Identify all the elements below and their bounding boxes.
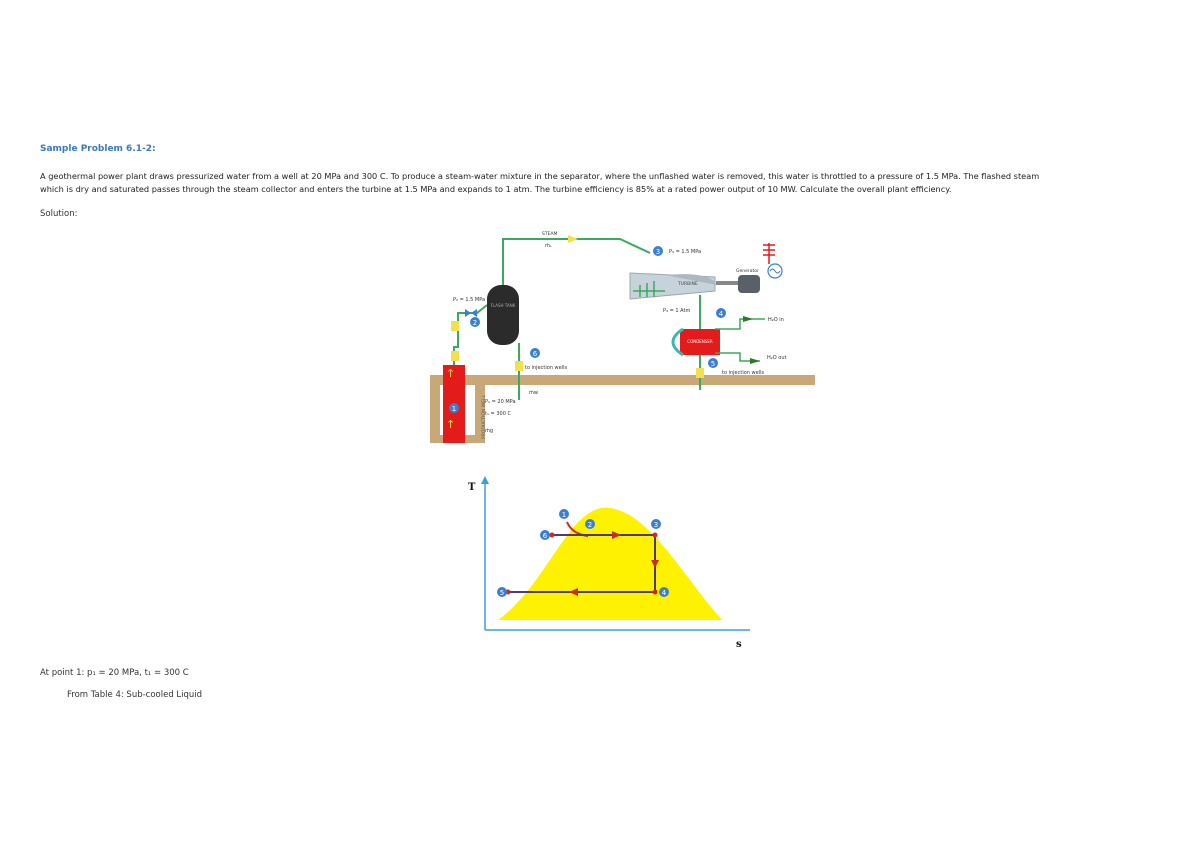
h2o-out-label: H₂O out xyxy=(767,355,787,361)
flow-arrow-icon xyxy=(696,368,704,378)
condenser xyxy=(680,329,720,355)
ts-point-2 xyxy=(585,519,595,529)
point-5-label: 5 xyxy=(711,360,715,368)
p2-label: P₂ = 1.5 MPa xyxy=(453,297,485,303)
well-wall-right xyxy=(475,375,485,443)
step-point-1: At point 1: p₁ = 20 MPa, t₁ = 300 C xyxy=(40,668,189,678)
ts-point-1-label: 1 xyxy=(562,511,566,519)
ts-point-5-label: 5 xyxy=(500,589,504,597)
well-flow-label: ṁg xyxy=(485,428,493,434)
problem-statement: A geothermal power plant draws pressuriz… xyxy=(40,170,1180,196)
flash-tank xyxy=(487,285,519,345)
process-arrow-icon xyxy=(651,560,659,568)
point-2-marker xyxy=(470,317,480,327)
throttle-valve-icon xyxy=(471,309,477,317)
t-axis-label: T xyxy=(468,482,476,493)
p4-label: P₄ = 1 Atm xyxy=(663,308,690,314)
turbine-casing xyxy=(665,274,717,285)
ts-diagram: T s 1 2 3 4 5 6 xyxy=(468,476,750,650)
well-wall-left xyxy=(430,375,440,443)
h2o-in-label: H₂O in xyxy=(768,317,784,323)
steam-pipe xyxy=(502,238,651,285)
state-dot xyxy=(549,532,555,538)
cooling-water-in-pipe xyxy=(715,318,765,330)
point-6-label: 6 xyxy=(533,350,538,358)
flow-arrow-icon xyxy=(515,361,523,371)
flow-arrow-icon xyxy=(451,351,459,361)
p1-label: P₁ = 20 MPa xyxy=(485,399,516,405)
flow-arrow-icon xyxy=(451,321,459,331)
process-arrow-icon xyxy=(569,588,578,596)
turbine-label: TURBINE xyxy=(677,281,698,287)
generator-label: Generator xyxy=(736,268,759,274)
water-flow-label: ṁw xyxy=(529,390,538,396)
ts-point-6-label: 6 xyxy=(543,532,548,540)
point-5-marker xyxy=(708,358,718,368)
p3-label: P₃ = 1.5 MPa xyxy=(669,249,701,255)
point-3-marker xyxy=(653,246,663,256)
geothermal-plant-schematic: ↑ ↑ 1 PRODUCTION WELL P₁ = 20 MPa t₁ = 3… xyxy=(430,231,815,443)
inflow-arrow-icon xyxy=(743,316,753,322)
ts-point-2-label: 2 xyxy=(588,521,592,529)
steam-flow-label: ṁₛ xyxy=(545,243,552,249)
state-dot xyxy=(652,532,658,538)
ts-point-3 xyxy=(651,519,661,529)
problem-line-1: A geothermal power plant draws pressuriz… xyxy=(40,171,1040,181)
injection-wells-left: to injection wells xyxy=(525,365,567,371)
t-axis-arrow-icon xyxy=(481,476,489,484)
point-1-marker xyxy=(449,403,459,413)
point-4-marker xyxy=(716,308,726,318)
well-up-arrow-icon: ↑ xyxy=(446,367,455,380)
steam-label: STEAM xyxy=(542,231,558,237)
throttle-valve-icon xyxy=(465,309,471,317)
well-label: PRODUCTION WELL xyxy=(481,395,487,439)
ground-surface xyxy=(430,375,815,385)
process-arrow-icon xyxy=(612,531,621,539)
cooling-coil xyxy=(671,327,684,357)
ts-point-1 xyxy=(559,509,569,519)
saturation-dome xyxy=(498,507,722,620)
well-up-arrow-icon: ↑ xyxy=(446,418,455,431)
ts-point-5 xyxy=(497,587,507,597)
step-table-source: From Table 4: Sub-cooled Liquid xyxy=(67,690,203,700)
point-4-label: 4 xyxy=(719,310,724,318)
ts-point-4 xyxy=(659,587,669,597)
point-2-label: 2 xyxy=(473,319,477,327)
problem-line-2: which is dry and saturated passes throug… xyxy=(40,184,952,194)
t1-label: t₁ = 300 C xyxy=(485,411,511,417)
s-axis-label: s xyxy=(736,639,742,650)
ac-wave xyxy=(769,268,781,274)
steam-arrow-icon xyxy=(568,235,578,243)
point-1-label: 1 xyxy=(452,405,456,413)
outflow-arrow-icon xyxy=(750,358,760,364)
ts-point-3-label: 3 xyxy=(654,521,658,529)
generator xyxy=(738,275,760,293)
ts-point-6 xyxy=(540,530,550,540)
point-6-marker xyxy=(530,348,540,358)
condenser-label: CONDENSER xyxy=(687,339,713,344)
flash-tank-label: FLASH TANK xyxy=(491,303,516,308)
point-3-label: 3 xyxy=(656,248,660,256)
ts-point-4-label: 4 xyxy=(662,589,667,597)
state-dot xyxy=(652,589,658,595)
generator-shaft xyxy=(716,281,738,285)
solution-label: Solution: xyxy=(40,209,78,219)
page-title: Sample Problem 6.1-2: xyxy=(40,144,156,154)
injection-wells-right: to injection wells xyxy=(722,370,764,376)
